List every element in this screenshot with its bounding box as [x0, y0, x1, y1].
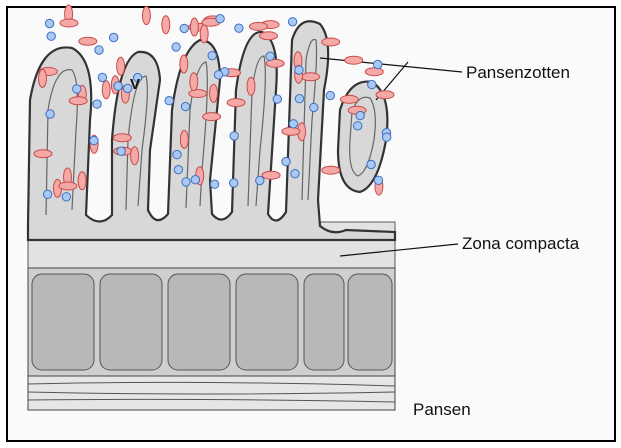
blue-particle: [230, 179, 238, 187]
blue-particle: [310, 103, 318, 111]
blue-particle: [110, 33, 118, 41]
red-particle: [345, 56, 363, 64]
blue-particle: [43, 190, 51, 198]
blue-particle: [326, 91, 334, 99]
blue-particle: [47, 32, 55, 40]
muscle-bundle: [168, 274, 230, 370]
blue-particle: [383, 133, 391, 141]
blue-particle: [288, 18, 296, 26]
red-particle: [69, 97, 87, 105]
blue-particle: [374, 176, 382, 184]
blue-particle: [273, 95, 281, 103]
muscle-bundles: [32, 274, 392, 370]
red-particle: [78, 172, 86, 190]
label-zona-compacta: Zona compacta: [462, 234, 579, 254]
red-particle: [39, 69, 47, 87]
blue-particle: [98, 73, 106, 81]
blue-particle: [210, 180, 218, 188]
blue-particle: [208, 52, 216, 60]
blue-particle: [46, 110, 54, 118]
blue-particle: [45, 19, 53, 27]
red-particle: [322, 166, 340, 174]
red-particle: [131, 147, 139, 165]
blue-particle: [62, 193, 70, 201]
red-particle: [203, 113, 221, 121]
red-particle: [340, 95, 358, 103]
blue-particle: [172, 43, 180, 51]
red-particle: [113, 134, 131, 142]
red-particle: [59, 182, 77, 190]
red-particle: [227, 99, 245, 107]
blue-particle: [191, 176, 199, 184]
red-particle: [282, 127, 300, 135]
red-particle: [142, 7, 150, 25]
blue-particle: [216, 15, 224, 23]
blue-particle: [114, 82, 122, 90]
blue-particle: [266, 52, 274, 60]
blue-particle: [173, 150, 181, 158]
blue-particle: [367, 160, 375, 168]
red-particle: [200, 25, 208, 43]
blue-particle: [214, 71, 222, 79]
blue-particle: [181, 102, 189, 110]
blue-particle: [354, 122, 362, 130]
blue-particle: [230, 132, 238, 140]
blue-particle: [295, 66, 303, 74]
red-particle: [365, 68, 383, 76]
red-particle: [190, 73, 198, 91]
blue-particle: [73, 85, 81, 93]
red-particle: [262, 171, 280, 179]
red-particle: [162, 16, 170, 34]
blue-particle: [374, 60, 382, 68]
blue-particle: [90, 136, 98, 144]
red-particle: [189, 90, 207, 98]
blue-particle: [256, 176, 264, 184]
label-pansenzotten: Pansenzotten: [466, 63, 570, 83]
blue-particle: [174, 166, 182, 174]
muscle-bundle: [348, 274, 392, 370]
blue-particle: [368, 80, 376, 88]
red-particle: [210, 84, 218, 102]
red-particle: [117, 57, 125, 75]
red-particle: [102, 81, 110, 99]
blue-particle: [95, 46, 103, 54]
muscle-bundle: [304, 274, 344, 370]
red-particle: [249, 22, 267, 30]
red-particle: [60, 19, 78, 27]
blue-particle: [117, 147, 125, 155]
blue-particle: [295, 95, 303, 103]
red-particle: [180, 130, 188, 148]
muscle-bundle: [236, 274, 298, 370]
red-particle: [376, 91, 394, 99]
red-particle: [180, 55, 188, 73]
blue-particle: [282, 157, 290, 165]
red-particle: [79, 37, 97, 45]
red-particle: [260, 32, 278, 40]
blue-particle: [165, 97, 173, 105]
muscle-bundle: [32, 274, 94, 370]
red-particle: [247, 77, 255, 95]
blue-particle: [356, 111, 364, 119]
red-particle: [34, 150, 52, 158]
blue-particle: [93, 100, 101, 108]
red-particle: [302, 73, 320, 81]
blue-particle: [235, 24, 243, 32]
blue-particle: [180, 24, 188, 32]
blue-particle: [291, 170, 299, 178]
blue-particle: [182, 178, 190, 186]
label-pansen: Pansen: [413, 400, 471, 420]
muscle-bundle: [100, 274, 162, 370]
red-particle: [190, 18, 198, 36]
label-v-marker: V: [130, 76, 140, 93]
red-particle: [322, 38, 340, 46]
blue-particle: [289, 120, 297, 128]
